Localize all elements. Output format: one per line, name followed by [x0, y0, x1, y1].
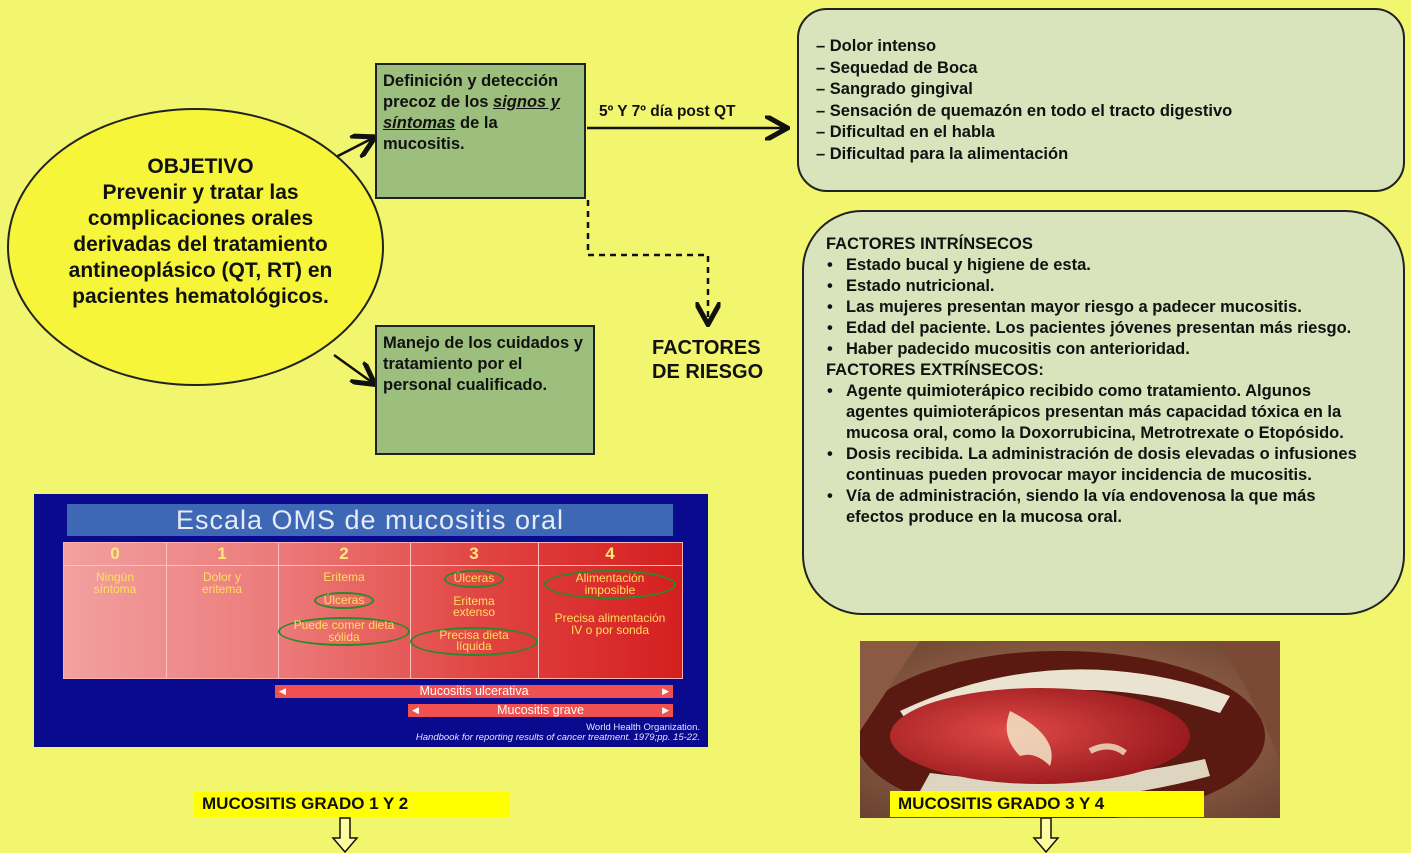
intrinsic-factors-title: FACTORES INTRÍNSECOS — [826, 235, 1033, 253]
arrow-objective-to-management — [333, 353, 373, 383]
grade-number: 4 — [538, 543, 682, 566]
intrinsic-factor-item: Estado bucal y higiene de esta. — [827, 255, 1403, 276]
extrinsic-factor-item: Dosis recibida. La administración de dos… — [827, 444, 1386, 486]
management-text: Manejo de los cuidados y tratamiento por… — [383, 334, 583, 394]
grade-number: 3 — [410, 543, 538, 566]
grade-item: Precisa dieta líquida — [410, 626, 538, 656]
grade-column: 3 Úlceras Eritema extenso Precisa dieta … — [410, 543, 539, 678]
grade-column: 4 Alimentación imposible Precisa aliment… — [538, 543, 682, 678]
grade-number: 1 — [166, 543, 278, 566]
management-box: Manejo de los cuidados y tratamiento por… — [375, 325, 595, 455]
risk-factors-label: FACTORES DE RIESGO — [652, 337, 764, 383]
oms-source-citation: World Health Organization. Handbook for … — [415, 722, 700, 743]
intrinsic-factor-item: Haber padecido mucositis con anteriorida… — [827, 339, 1403, 360]
symptom-item: – Sangrado gingival — [816, 80, 973, 98]
grade-column: 2 Eritema Úlceras Puede comer dieta sóli… — [278, 543, 411, 678]
intrinsic-factor-item: Estado nutricional. — [827, 276, 1403, 297]
symptoms-box: – Dolor intenso – Sequedad de Boca – San… — [797, 8, 1405, 192]
grade-1-2-label: MUCOSITIS GRADO 1 Y 2 — [194, 791, 510, 817]
symptom-item: – Dificultad para la alimentación — [816, 144, 1069, 163]
grade-item: Alimentación imposible — [544, 570, 676, 599]
objective-text: Prevenir y tratar las complicaciones ora… — [68, 181, 333, 308]
grade-column: 0 Ningún síntoma — [64, 543, 167, 678]
oms-scale-figure: Escala OMS de mucositis oral 0 Ningún sí… — [34, 494, 708, 747]
symptom-item: – Sensación de quemazón en todo el tract… — [816, 101, 1233, 120]
timing-label: 5º Y 7º día post QT — [599, 103, 736, 120]
objective-ellipse: OBJETIVO Prevenir y tratar las complicac… — [7, 108, 384, 386]
grade-item: Úlceras — [443, 570, 505, 588]
grade-item: Ningún síntoma — [93, 570, 137, 596]
grade-item: Úlceras — [313, 591, 375, 609]
intrinsic-factor-item: Las mujeres presentan mayor riesgo a pad… — [827, 297, 1326, 318]
grade-number: 0 — [64, 543, 166, 566]
grade-item: Dolor y eritema — [201, 570, 242, 596]
bar-ulcerative-mucositis: ◀Mucositis ulcerativa▶ — [275, 685, 673, 698]
mucositis-photo — [860, 641, 1280, 818]
down-arrow-grade-3-4 — [1032, 817, 1060, 853]
grade-number: 2 — [278, 543, 410, 566]
risk-factors-box: FACTORES INTRÍNSECOS Estado bucal y higi… — [802, 210, 1405, 615]
objective-title: OBJETIVO — [147, 155, 254, 178]
extrinsic-factor-item: Agente quimioterápico recibido como trat… — [827, 381, 1351, 444]
definition-emphasis: signos y síntomas — [383, 93, 560, 132]
down-arrow-grade-1-2 — [331, 817, 359, 853]
symptom-item: – Dificultad en el habla — [816, 123, 995, 141]
grade-column: 1 Dolor y eritema — [166, 543, 279, 678]
definition-text-after: de la mucositis. — [383, 114, 498, 153]
grade-item: Eritema extenso — [452, 593, 496, 619]
extrinsic-factor-item: Vía de administración, siendo la vía end… — [827, 486, 1356, 528]
oms-scale-table: 0 Ningún síntoma 1 Dolor y eritema 2 Eri… — [63, 542, 683, 679]
bar-severe-mucositis: ◀Mucositis grave▶ — [408, 704, 673, 717]
oms-scale-title: Escala OMS de mucositis oral — [67, 504, 673, 536]
intrinsic-factor-item: Edad del paciente. Los pacientes jóvenes… — [827, 318, 1366, 339]
grade-item: Puede comer dieta sólida — [278, 617, 410, 646]
arrow-objective-to-definition — [333, 138, 373, 160]
symptom-item: – Sequedad de Boca — [816, 58, 978, 77]
grade-item: Eritema — [323, 570, 365, 584]
definition-box: Definición y detección precoz de los sig… — [375, 63, 586, 199]
grade-item: Precisa alimentación IV o por sonda — [554, 611, 666, 637]
dashed-arrow-to-risk-factors — [586, 200, 708, 322]
extrinsic-factors-title: FACTORES EXTRÍNSECOS: — [826, 361, 1044, 379]
definition-text-before: Definición y detección precoz de los — [383, 72, 559, 111]
grade-3-4-label: MUCOSITIS GRADO 3 Y 4 — [890, 791, 1204, 817]
symptom-item: – Dolor intenso — [816, 37, 937, 55]
